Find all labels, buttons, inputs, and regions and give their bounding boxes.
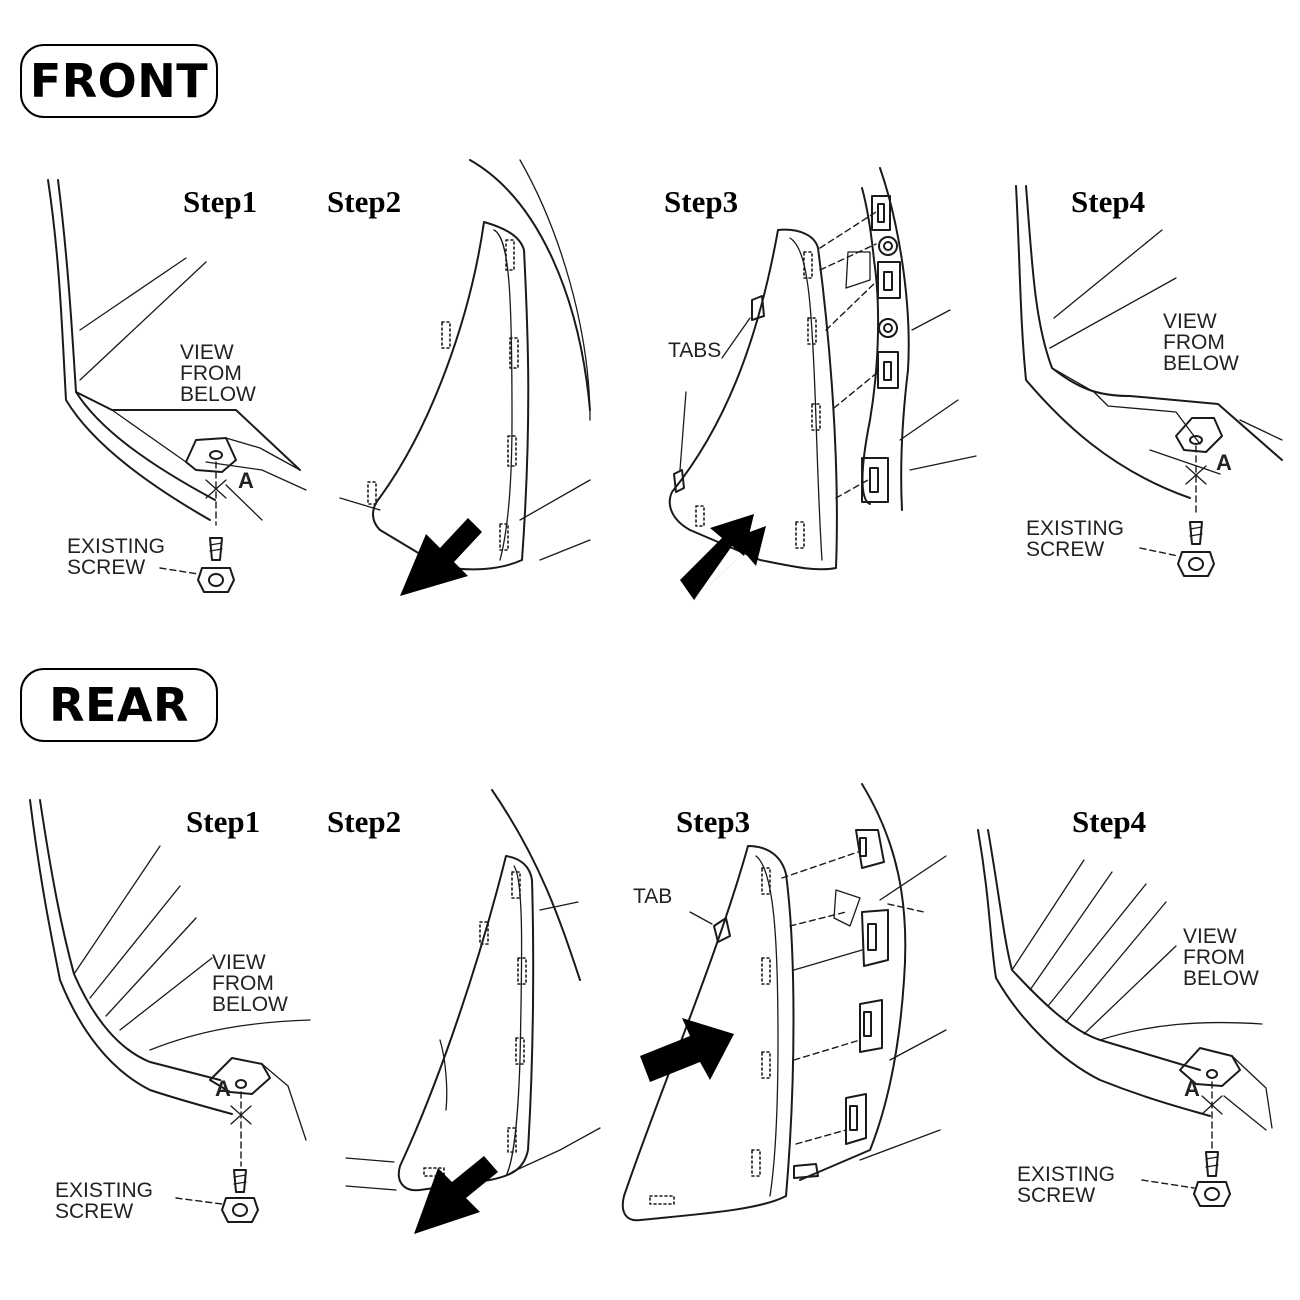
rear-section-badge: REAR	[20, 668, 218, 742]
front-step4-screw-icon	[1139, 521, 1215, 577]
front-step4-drawing	[1015, 185, 1283, 517]
rear-step1-screw-label: EXISTING SCREW	[55, 1179, 154, 1223]
rear-step4-heading: Step4	[1072, 804, 1147, 839]
front-step1-screw-icon	[159, 537, 235, 593]
rear-step1-point-a: A	[215, 1076, 231, 1101]
front-section-badge: FRONT	[20, 44, 218, 118]
front-step4-heading: Step4	[1071, 184, 1146, 219]
rear-step4-screw-label: EXISTING SCREW	[1017, 1163, 1116, 1207]
front-step1-view-label: VIEW FROM BELOW	[180, 341, 256, 406]
rear-step1-drawing	[29, 799, 311, 1167]
rear-step4-screw-icon	[1141, 1151, 1231, 1207]
front-step2-heading: Step2	[327, 184, 402, 219]
rear-step4-drawing	[977, 829, 1273, 1151]
rear-step4-view-label: VIEW FROM BELOW	[1183, 925, 1259, 990]
front-step1-point-a: A	[238, 468, 254, 493]
rear-step1-view-label: VIEW FROM BELOW	[212, 951, 288, 1016]
rear-step1-heading: Step1	[186, 804, 261, 839]
rear-removal-arrow-icon	[414, 1156, 498, 1234]
rear-step4-point-a: A	[1184, 1076, 1200, 1101]
rear-step1-screw-icon	[175, 1169, 259, 1223]
rear-install-arrow-icon	[640, 1018, 734, 1082]
front-step1-heading: Step1	[183, 184, 258, 219]
front-step4-point-a: A	[1216, 450, 1232, 475]
front-install-arrow-icon	[680, 514, 766, 602]
rear-step2-heading: Step2	[327, 804, 402, 839]
front-step3-heading: Step3	[664, 184, 739, 219]
front-step3-tabs-label: TABS	[668, 339, 722, 362]
rear-step2-drawing	[345, 789, 601, 1192]
front-step4-screw-label: EXISTING SCREW	[1026, 517, 1125, 561]
front-step4-view-label: VIEW FROM BELOW	[1163, 310, 1239, 375]
rear-step3-drawing	[621, 783, 947, 1222]
rear-step3-tab-label: TAB	[633, 885, 673, 908]
front-step3-drawing	[668, 167, 977, 571]
front-step1-screw-label: EXISTING SCREW	[67, 535, 166, 579]
front-step1-drawing	[47, 179, 307, 526]
front-step2-drawing	[339, 159, 591, 571]
rear-step3-heading: Step3	[676, 804, 751, 839]
front-removal-arrow-icon	[400, 518, 482, 596]
